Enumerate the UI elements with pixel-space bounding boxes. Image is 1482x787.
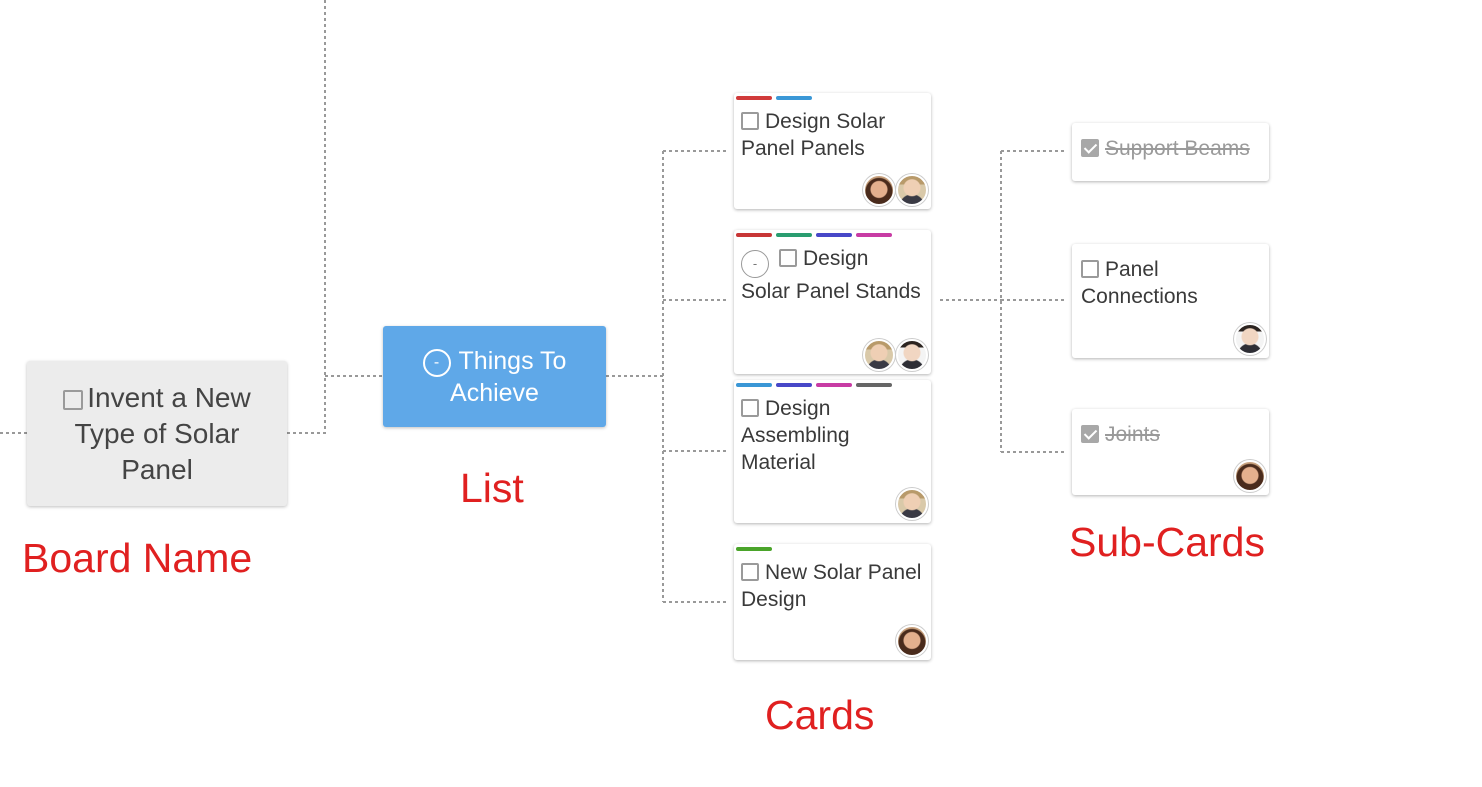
card-design-assembling-material[interactable]: Design Assembling Material	[734, 380, 931, 523]
card-avatars	[863, 174, 928, 206]
card-label	[736, 547, 772, 551]
card-label	[856, 383, 892, 387]
board-checkbox[interactable]	[63, 389, 84, 410]
board-title: Invent a New Type of Solar Panel	[74, 381, 251, 485]
caption-sub-cards: Sub-Cards	[1069, 519, 1265, 565]
subcard-title-wrap: Support Beams	[1081, 137, 1250, 160]
card-labels	[736, 383, 923, 387]
card-label	[776, 233, 812, 237]
subcard-title: Joints	[1105, 423, 1160, 446]
subcard-avatars	[1234, 323, 1266, 355]
card-label	[736, 383, 772, 387]
caption-cards: Cards	[765, 692, 875, 738]
card-label	[816, 233, 852, 237]
card-checkbox[interactable]	[779, 249, 797, 267]
card-design-solar-panel-panels[interactable]: Design Solar Panel Panels	[734, 93, 931, 209]
card-avatars	[863, 339, 928, 371]
card-labels	[736, 547, 923, 551]
card-title: New Solar Panel Design	[741, 561, 922, 611]
subcard-checkbox[interactable]	[1081, 139, 1099, 157]
card-design-solar-panel-stands[interactable]: -Design Solar Panel Stands	[734, 230, 931, 374]
card-label	[776, 96, 812, 100]
card-title-wrap: New Solar Panel Design	[741, 559, 923, 613]
avatar[interactable]	[896, 174, 928, 206]
card-title: Design Solar Panel Stands	[741, 247, 921, 303]
caption-list: List	[460, 465, 524, 511]
avatar[interactable]	[863, 339, 895, 371]
list-title-wrap: -Things To Achieve	[403, 345, 586, 409]
card-label	[856, 233, 892, 237]
card-label	[816, 383, 852, 387]
avatar[interactable]	[863, 174, 895, 206]
list-title: Things To Achieve	[450, 346, 567, 407]
subcard-support-beams[interactable]: Support Beams	[1072, 123, 1269, 181]
subcard-title-wrap: Panel Connections	[1081, 258, 1198, 308]
card-collapse-button[interactable]: -	[741, 249, 769, 278]
card-checkbox[interactable]	[741, 399, 759, 417]
card-title: Design Assembling Material	[741, 397, 850, 474]
card-label	[736, 96, 772, 100]
avatar[interactable]	[1234, 323, 1266, 355]
card-checkbox[interactable]	[741, 112, 759, 130]
card-avatars	[896, 625, 928, 657]
avatar[interactable]	[896, 339, 928, 371]
connector-board-up	[287, 0, 326, 434]
caption-board-name: Board Name	[22, 535, 253, 581]
card-title-wrap: Design Solar Panel Panels	[741, 108, 923, 162]
subcard-title: Support Beams	[1105, 137, 1250, 160]
board-node[interactable]: Invent a New Type of Solar Panel	[27, 361, 287, 506]
card-checkbox[interactable]	[741, 563, 759, 581]
subcard-avatars	[1234, 460, 1266, 492]
card-title-wrap: -Design Solar Panel Stands	[741, 245, 923, 305]
subcard-title: Panel Connections	[1081, 258, 1198, 308]
subcard-checkbox[interactable]	[1081, 425, 1099, 443]
avatar[interactable]	[896, 625, 928, 657]
card-avatars	[896, 488, 928, 520]
card-title-wrap: Design Assembling Material	[741, 395, 923, 476]
subcard-checkbox[interactable]	[1081, 260, 1099, 278]
card-new-solar-panel-design[interactable]: New Solar Panel Design	[734, 544, 931, 660]
avatar[interactable]	[896, 488, 928, 520]
subcard-joints[interactable]: Joints	[1072, 409, 1269, 495]
card-label	[736, 233, 772, 237]
card-labels	[736, 233, 923, 237]
subcard-title-wrap: Joints	[1081, 423, 1160, 446]
list-node[interactable]: -Things To Achieve	[383, 326, 606, 427]
card-label	[776, 383, 812, 387]
board-title-wrap: Invent a New Type of Solar Panel	[43, 380, 271, 488]
avatar[interactable]	[1234, 460, 1266, 492]
card-title: Design Solar Panel Panels	[741, 110, 886, 160]
list-collapse-button[interactable]: -	[422, 348, 451, 377]
subcard-panel-connections[interactable]: Panel Connections	[1072, 244, 1269, 358]
card-labels	[736, 96, 923, 100]
